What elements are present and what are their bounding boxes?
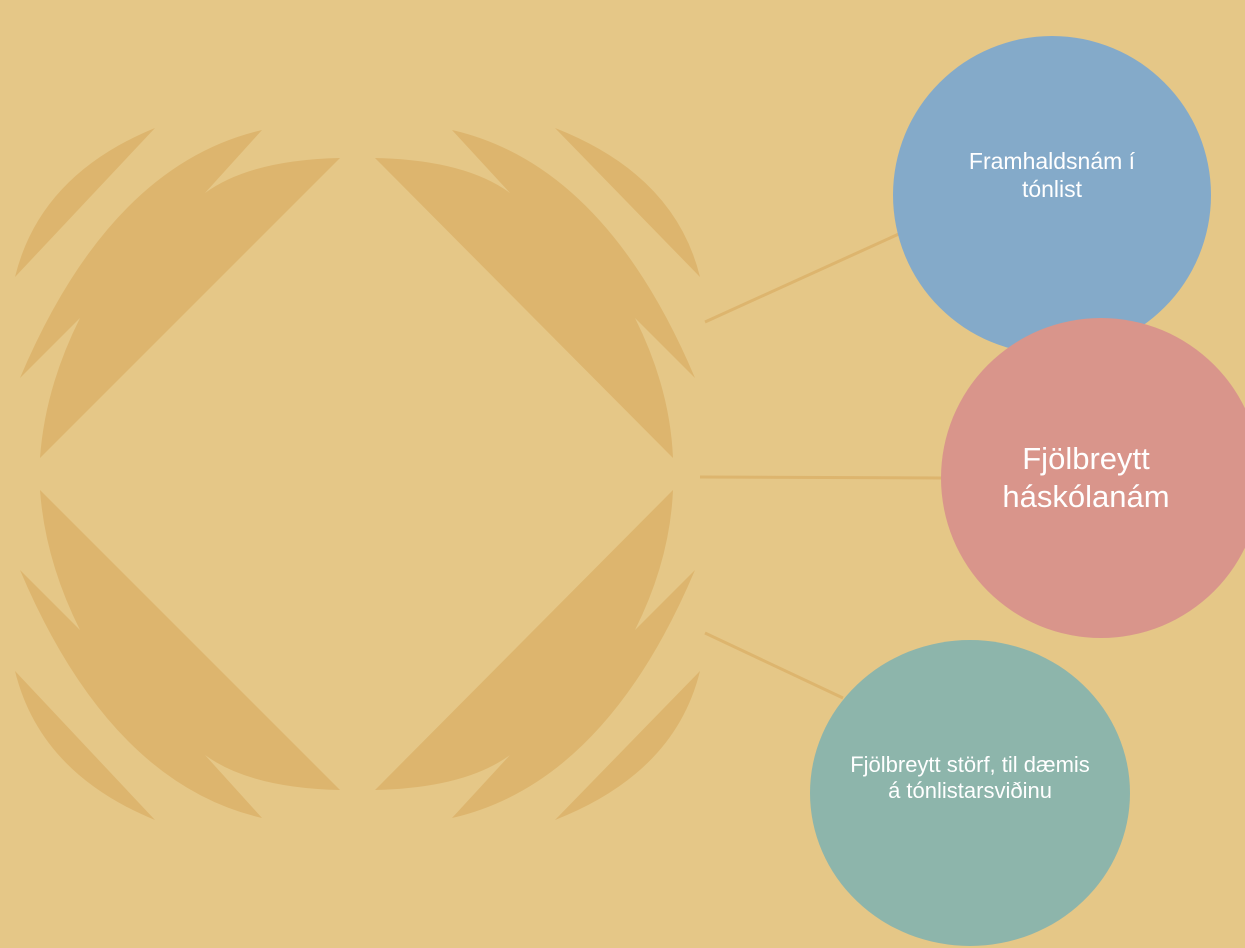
laurel-leaf (20, 130, 340, 458)
node-middle-circle: Fjölbreytt háskólanám (941, 318, 1245, 638)
laurel-leaf (555, 671, 700, 820)
connector-line-top (704, 226, 913, 324)
connector-line-middle (699, 475, 944, 480)
connector-line-bottom (704, 631, 844, 700)
node-middle-label: Fjölbreytt háskólanám (1002, 441, 1170, 514)
laurel-leaf (375, 130, 695, 458)
node-bottom-circle: Fjölbreytt störf, til dæmis á tónlistars… (810, 640, 1130, 946)
laurel-leaf (375, 490, 695, 818)
laurel-leaf (555, 128, 700, 277)
laurel-wreath-icon (15, 128, 700, 820)
laurel-leaf (20, 490, 340, 818)
node-bottom-label: Fjölbreytt störf, til dæmis á tónlistars… (850, 752, 1090, 803)
node-top-circle: Framhaldsnám í tónlist (893, 36, 1211, 354)
laurel-leaf (15, 671, 155, 820)
node-top-label: Framhaldsnám í tónlist (968, 148, 1136, 202)
laurel-leaf (15, 128, 155, 277)
